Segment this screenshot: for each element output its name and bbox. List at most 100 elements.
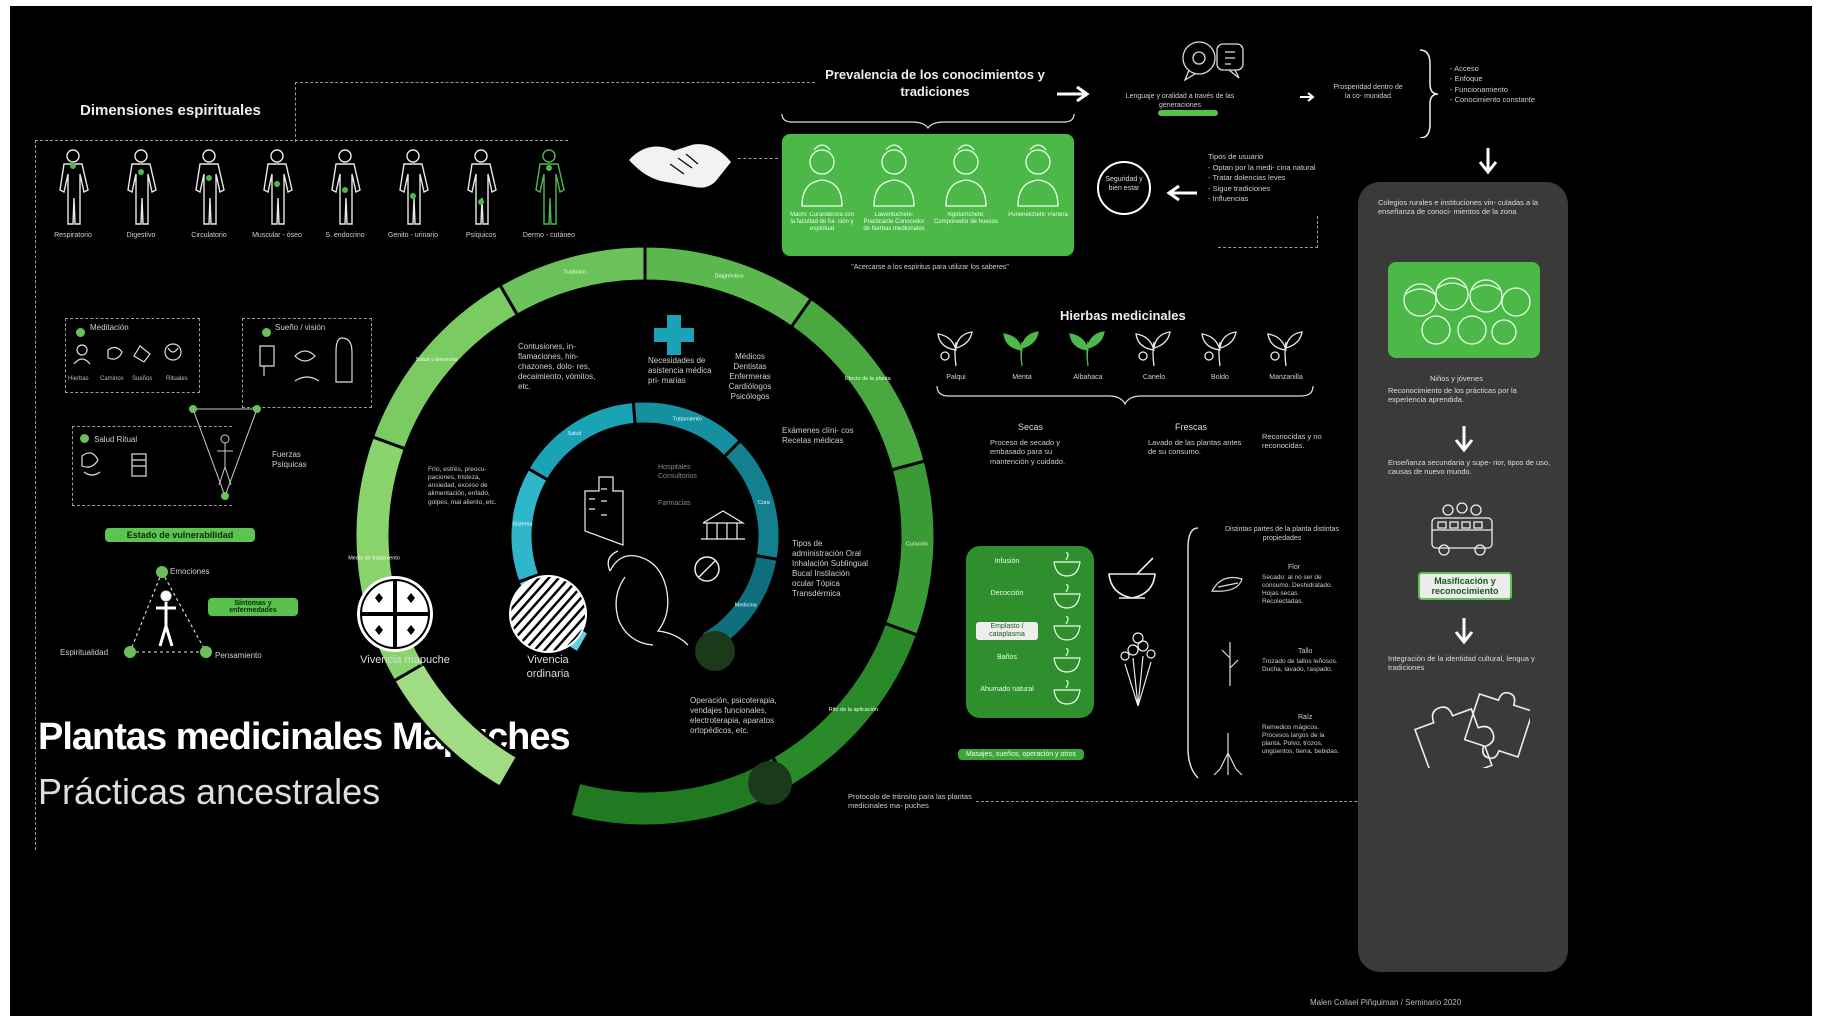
puzzle-icon xyxy=(1413,691,1530,768)
secas-label: Secas xyxy=(1018,422,1044,432)
herb-icon xyxy=(1069,331,1105,367)
automedicacion-circle xyxy=(748,761,792,805)
body-figure-label: Digestivo xyxy=(126,232,156,239)
prevalencia-quote: "Acercarse a los espíritus para utilizar… xyxy=(851,264,1009,271)
preparation-item: Infusión xyxy=(970,552,1094,582)
preparation-icon xyxy=(1053,616,1081,641)
conditions-text: Contusiones, in- flamaciones, hin- chazo… xyxy=(518,342,596,391)
tratamiento-circle xyxy=(695,631,735,671)
healers-illustrations: Machi: Curandero/a con la facultad de fu… xyxy=(789,144,1068,232)
flor-label: Flor xyxy=(1288,564,1301,571)
no-symbol-icon xyxy=(694,556,720,582)
healer-figure xyxy=(873,144,915,207)
herb-label: Canelo xyxy=(1142,374,1166,381)
arrow-right-icon xyxy=(1057,85,1090,103)
body-figure-icon xyxy=(195,149,225,225)
big-bracket xyxy=(1187,527,1199,779)
acceso-list: - Acceso- Enfoque- Funcionamiento- Conoc… xyxy=(1450,64,1540,106)
herb-icon xyxy=(937,331,973,367)
herb-item: Albahaca xyxy=(1057,326,1119,386)
secas-text: Proceso de secado y embasado para su man… xyxy=(990,438,1066,466)
svg-text:Hierbas: Hierbas xyxy=(68,376,89,382)
arrow-left-icon xyxy=(1166,184,1197,202)
preparation-icon xyxy=(1053,584,1081,609)
body-figure: S. endocrino xyxy=(312,146,378,254)
body-figure: Genito - urinario xyxy=(380,146,446,254)
partes-heading: Distintas partes de la planta distintas … xyxy=(1224,526,1339,542)
healer-figure xyxy=(801,144,843,207)
vulnerability-badge: Estado de vulnerabilidad xyxy=(105,528,255,542)
body-figures-row: Respiratorio Digestivo Circulatorio Musc… xyxy=(40,146,580,256)
body-figure: Respiratorio xyxy=(40,146,106,254)
body-figure: Digestivo xyxy=(108,146,174,254)
ritual-box xyxy=(72,426,232,506)
preparation-item: Decocción xyxy=(970,584,1094,614)
speech-bubbles-icon xyxy=(1182,41,1244,82)
herb-label: Palqui xyxy=(946,374,966,381)
outer-ring-label: Tradición xyxy=(563,269,585,275)
body-figure-icon xyxy=(331,149,361,225)
spiritual-frame xyxy=(35,140,568,850)
body-figure: Dermo - cutáneo xyxy=(516,146,582,254)
body-figure-label: Dermo - cutáneo xyxy=(522,232,576,239)
hierbas-bracket xyxy=(936,385,1314,406)
inner-ring-label: Salud xyxy=(567,431,581,437)
outer-ring-label: Curación xyxy=(906,541,928,547)
sleep-dot xyxy=(262,328,271,337)
body-figure: Circulatorio xyxy=(176,146,242,254)
outer-ring-label: Rito de la aplicación xyxy=(829,707,878,713)
operation-text: Operación, psicoterapia, vendajes funcio… xyxy=(690,696,777,735)
hierbas-heading: Hierbas medicinales xyxy=(1060,308,1186,323)
body-figure-label: Circulatorio xyxy=(191,232,227,239)
preparation-label: Baños xyxy=(997,654,1017,661)
children-illustration xyxy=(1403,277,1531,345)
credit-text: Malen Collael Piñquiman / Seminario 2020 xyxy=(1310,998,1462,1007)
prosperidad-text: Prosperidad dentro de la co- munidad xyxy=(1333,84,1403,100)
arrow-down-icon xyxy=(1478,148,1498,175)
buildings-icon xyxy=(584,476,746,546)
herbs-row: Palqui Menta Albahaca Canelo xyxy=(925,326,1315,386)
masificacion-badge: Masificación y reconocimiento xyxy=(1418,572,1512,600)
inner-ring-label: Medicina xyxy=(735,603,758,609)
body-figure-icon xyxy=(467,149,497,225)
preparation-label: Ahumado natural xyxy=(980,686,1034,693)
emociones-label: Emociones xyxy=(170,567,210,576)
reconocidas-text: Reconocidas y no reconocidas. xyxy=(1262,432,1322,451)
outer-ring-segment xyxy=(643,244,814,330)
inner-ring-label: Tratamiento xyxy=(672,416,701,422)
body-figure-label: Respiratorio xyxy=(54,232,92,239)
tipos-usuario-list: - Optan por la medi- cina natural- Trata… xyxy=(1208,163,1318,205)
masajes-badge: Masajes, sueños, operación y otros xyxy=(958,749,1084,760)
tipos-item: - Influencias xyxy=(1208,194,1249,204)
outer-ring-segment xyxy=(391,661,520,790)
healer-figure xyxy=(1017,144,1059,207)
seguridad-text: Seguridad y bien estar xyxy=(1105,176,1143,192)
healer-caption: Machi: Curandero/a con la facultad de fu… xyxy=(789,212,855,232)
meditation-dot xyxy=(76,328,85,337)
body-figure: Psíquicos xyxy=(448,146,514,254)
spiritual-heading: Dimensiones espirituales xyxy=(80,102,261,119)
svg-text:Rituales: Rituales xyxy=(166,376,188,382)
vivencia-mapuche-label: Vivencia mapuche xyxy=(360,654,450,666)
body-figure-icon xyxy=(535,149,565,225)
tipos-usuario-heading: Tipos de usuario xyxy=(1208,152,1264,161)
medical-cross-icon xyxy=(654,315,694,355)
vivencia-ordinaria-label: Vivencia ordinaria xyxy=(526,654,570,680)
raiz-label: Raíz xyxy=(1298,714,1313,721)
integracion-text: Integración de la identidad cultural, le… xyxy=(1388,654,1535,673)
handshake-icon xyxy=(626,142,733,190)
preparation-icon xyxy=(1053,648,1081,673)
preparation-icon xyxy=(1053,680,1081,705)
inner-ring-segment xyxy=(722,438,782,562)
ritual-dot xyxy=(80,434,89,443)
herb-icon xyxy=(1135,331,1171,367)
meditation-label: Meditación xyxy=(90,323,129,332)
body-figure-icon xyxy=(127,149,157,225)
herb-icon xyxy=(1201,331,1237,367)
arrow-down-3-icon xyxy=(1454,618,1474,645)
bus-icon xyxy=(1431,502,1493,556)
herb-item: Menta xyxy=(991,326,1053,386)
herb-bundle-icon xyxy=(1120,632,1156,707)
